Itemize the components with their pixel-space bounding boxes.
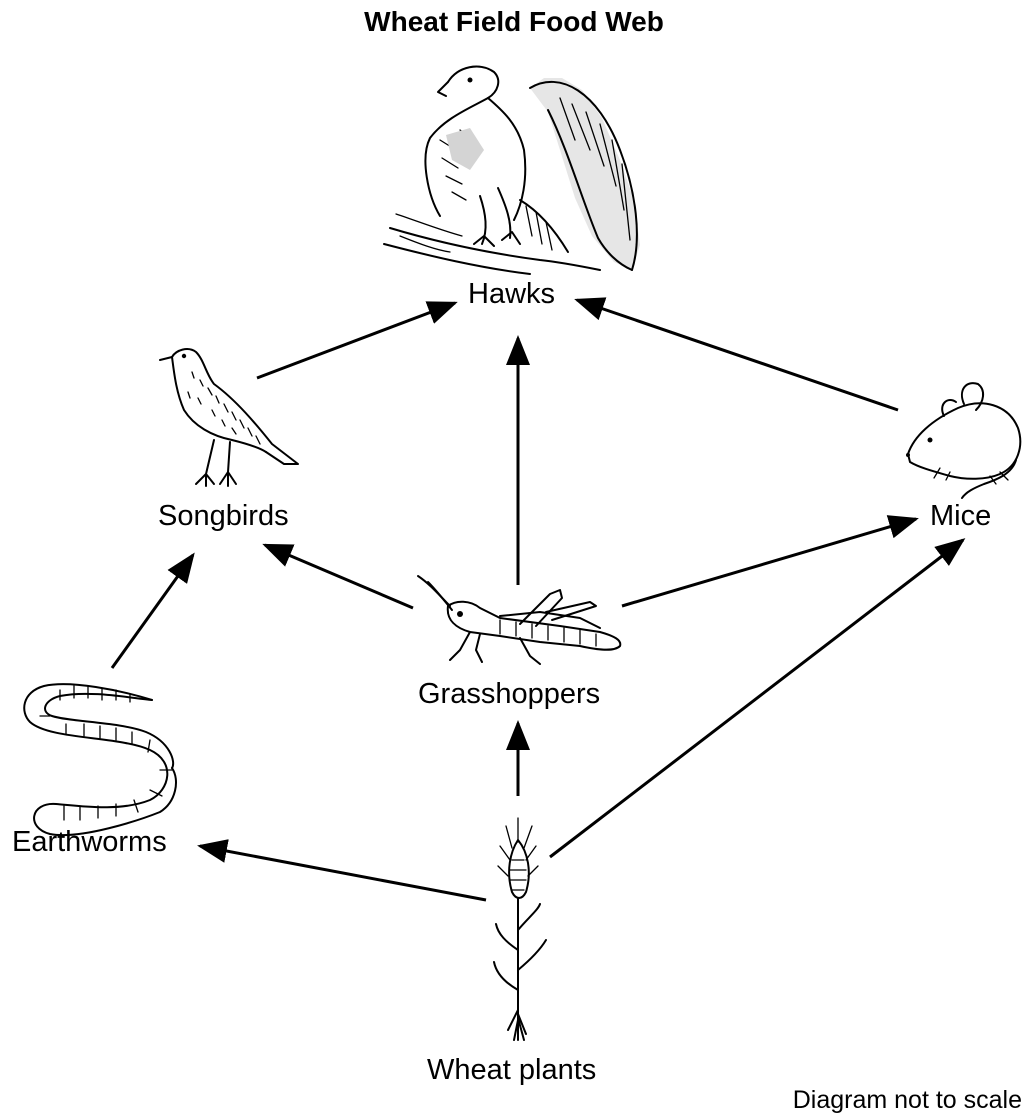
arrow-wheat-to-earthworms (200, 846, 486, 900)
hawk-icon (384, 67, 640, 274)
grasshopper-icon (418, 576, 620, 664)
energy-flow-arrows (112, 300, 963, 900)
label-songbirds: Songbirds (158, 500, 289, 533)
arrow-grasshoppers-to-songbirds (265, 545, 413, 608)
arrow-grasshoppers-to-mice (622, 519, 916, 606)
scale-note: Diagram not to scale (793, 1086, 1022, 1115)
label-mice: Mice (930, 500, 991, 533)
arrow-earthworms-to-songbirds (112, 555, 193, 668)
earthworm-icon (24, 684, 176, 835)
mouse-icon (906, 383, 1020, 498)
arrow-wheat-to-mice (550, 540, 963, 857)
label-grasshoppers: Grasshoppers (418, 678, 600, 711)
label-wheat-plants: Wheat plants (427, 1054, 596, 1087)
arrow-songbirds-to-hawks (257, 303, 455, 378)
wheat-icon (494, 818, 546, 1040)
arrow-mice-to-hawks (577, 300, 898, 410)
label-earthworms: Earthworms (12, 826, 167, 859)
label-hawks: Hawks (468, 278, 555, 311)
